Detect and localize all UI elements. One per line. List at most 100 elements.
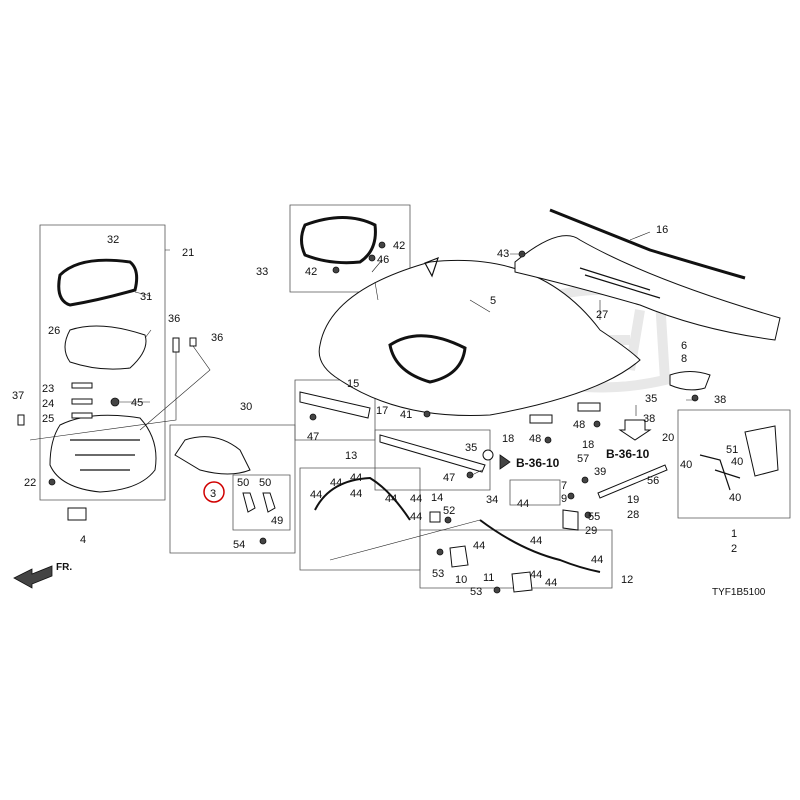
callout-16[interactable]: 16 (656, 224, 668, 236)
callout-18b[interactable]: 18 (582, 439, 594, 451)
callout-36b[interactable]: 36 (211, 332, 223, 344)
callout-19[interactable]: 19 (627, 494, 639, 506)
callout-40a[interactable]: 40 (680, 459, 692, 471)
callout-44-h[interactable]: 44 (517, 498, 529, 510)
callout-44-i[interactable]: 44 (473, 540, 485, 552)
seal-32-part (57, 258, 139, 307)
clip-18a-part (529, 414, 553, 424)
callout-42a[interactable]: 42 (393, 240, 405, 252)
callout-54[interactable]: 54 (233, 539, 245, 551)
callout-44-e[interactable]: 44 (385, 493, 397, 505)
callout-32[interactable]: 32 (107, 234, 119, 246)
callout-50a[interactable]: 50 (237, 477, 249, 489)
callout-9[interactable]: 9 (561, 493, 567, 505)
callout-27[interactable]: 27 (596, 309, 608, 321)
callout-49[interactable]: 49 (271, 515, 283, 527)
callout-52[interactable]: 52 (443, 505, 455, 517)
callout-56[interactable]: 56 (647, 475, 659, 487)
latch-51-part (744, 425, 779, 477)
callout-48a[interactable]: 48 (529, 433, 541, 445)
callout-44-j[interactable]: 44 (530, 535, 542, 547)
callout-44-m[interactable]: 44 (545, 577, 557, 589)
bolt-38a-part (691, 394, 699, 402)
callout-3[interactable]: 3 (210, 488, 216, 500)
callout-15[interactable]: 15 (347, 378, 359, 390)
callout-2[interactable]: 2 (731, 543, 737, 555)
callout-44-k[interactable]: 44 (591, 554, 603, 566)
callout-53a[interactable]: 53 (432, 568, 444, 580)
callout-22[interactable]: 22 (24, 477, 36, 489)
callout-43[interactable]: 43 (497, 248, 509, 260)
callout-46[interactable]: 46 (377, 254, 389, 266)
callout-47a[interactable]: 47 (307, 431, 319, 443)
callout-13[interactable]: 13 (345, 450, 357, 462)
callout-44-b[interactable]: 44 (330, 477, 342, 489)
callout-38b[interactable]: 38 (643, 413, 655, 425)
panel-26-part (64, 325, 147, 370)
callout-12[interactable]: 12 (621, 574, 633, 586)
callout-38a[interactable]: 38 (714, 394, 726, 406)
callout-10[interactable]: 10 (455, 574, 467, 586)
callout-17[interactable]: 17 (376, 405, 388, 417)
group-box-21 (39, 224, 166, 501)
callout-23[interactable]: 23 (42, 383, 54, 395)
callout-5[interactable]: 5 (490, 295, 496, 307)
trim-33-part (300, 216, 377, 265)
callout-44-d[interactable]: 44 (350, 488, 362, 500)
hood-vent-part (388, 334, 467, 384)
callout-1[interactable]: 1 (731, 528, 737, 540)
callout-7[interactable]: 7 (561, 480, 567, 492)
callout-6[interactable]: 6 (681, 340, 687, 352)
callout-8[interactable]: 8 (681, 353, 687, 365)
callout-39[interactable]: 39 (594, 466, 606, 478)
callout-20[interactable]: 20 (662, 432, 674, 444)
group-box-17 (374, 429, 491, 491)
callout-44-c[interactable]: 44 (350, 472, 362, 484)
callout-33[interactable]: 33 (256, 266, 268, 278)
callout-44-l[interactable]: 44 (530, 569, 542, 581)
callout-4[interactable]: 4 (80, 534, 86, 546)
callout-44-f[interactable]: 44 (410, 493, 422, 505)
group-box-34 (509, 479, 561, 506)
callout-25[interactable]: 25 (42, 413, 54, 425)
harness-12-part (479, 519, 601, 573)
callout-30[interactable]: 30 (240, 401, 252, 413)
callout-45[interactable]: 45 (131, 397, 143, 409)
clip-48a-part (544, 436, 552, 444)
callout-55[interactable]: 55 (588, 511, 600, 523)
callout-44-g[interactable]: 44 (410, 511, 422, 523)
callout-35a[interactable]: 35 (465, 442, 477, 454)
callout-28[interactable]: 28 (627, 509, 639, 521)
callout-11[interactable]: 11 (483, 572, 494, 584)
callout-34[interactable]: 34 (486, 494, 498, 506)
latch-29-part (562, 509, 579, 531)
clip-53b-part (493, 586, 501, 594)
group-box-12 (419, 529, 613, 589)
callout-40c[interactable]: 40 (729, 492, 741, 504)
callout-53b[interactable]: 53 (470, 586, 482, 598)
callout-21[interactable]: 21 (182, 247, 194, 259)
callout-24[interactable]: 24 (42, 398, 54, 410)
harness-13-part (314, 476, 411, 521)
callout-47b[interactable]: 47 (443, 472, 455, 484)
callout-57[interactable]: 57 (577, 453, 589, 465)
callout-50b[interactable]: 50 (259, 477, 271, 489)
bolt-39-part (581, 476, 589, 484)
callout-35b[interactable]: 35 (645, 393, 657, 405)
callout-41[interactable]: 41 (400, 409, 412, 421)
callout-42b[interactable]: 42 (305, 266, 317, 278)
callout-14[interactable]: 14 (431, 492, 443, 504)
group-box-30 (169, 424, 296, 554)
callout-29[interactable]: 29 (585, 525, 597, 537)
callout-26[interactable]: 26 (48, 325, 60, 337)
callout-31[interactable]: 31 (140, 291, 152, 303)
callout-44-a[interactable]: 44 (310, 489, 322, 501)
callout-51[interactable]: 51 (726, 444, 738, 456)
callout-48b[interactable]: 48 (573, 419, 585, 431)
clip-35a-part (482, 449, 494, 461)
callout-37[interactable]: 37 (12, 390, 24, 402)
callout-40b[interactable]: 40 (731, 456, 743, 468)
ref-label-2: B-36-10 (606, 447, 650, 461)
callout-36a[interactable]: 36 (168, 313, 180, 325)
callout-18a[interactable]: 18 (502, 433, 514, 445)
